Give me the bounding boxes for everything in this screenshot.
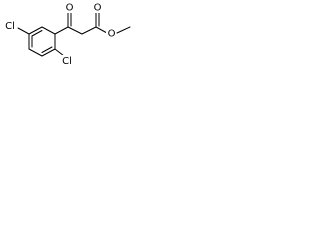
- ring-bond-bottom-right: [41, 48, 56, 57]
- label-bg-ketone-oxygen: [64, 2, 75, 13]
- label-bg-chlorine-bottom: [60, 55, 74, 67]
- bond-ester-carbon-to-ether-oxygen: [95, 26, 108, 34]
- label-bg-ester-carbonyl-oxygen: [92, 2, 103, 13]
- ester-carbonyl-oxygen-label: O: [94, 3, 102, 14]
- chlorine-bottom-label: Cl: [62, 56, 72, 67]
- bond-methylene-to-ester-carbon: [81, 26, 97, 35]
- label-bg-chlorine-left: [3, 20, 17, 32]
- bond-ether-oxygen-to-methyl: [116, 26, 131, 34]
- bond-ketone-to-methylene: [67, 26, 83, 35]
- bond-ring-to-ketone-carbon: [54, 26, 69, 35]
- ring-bond-bottom-left: [28, 48, 43, 57]
- chemical-structure-diagram: Cl Cl O O O: [3, 2, 131, 67]
- ring-double-bond-bottom: [41, 46, 53, 53]
- ester-ether-oxygen-label: O: [108, 29, 116, 40]
- ring-bond-left-upper: [28, 26, 43, 35]
- label-bg-ester-ether-oxygen: [106, 28, 117, 39]
- ring-bond-top-left: [41, 26, 56, 35]
- benzene-ring: [28, 26, 56, 57]
- ketone-oxygen-label: O: [66, 3, 74, 14]
- chlorine-left-label: Cl: [5, 21, 15, 32]
- bond-ring-to-chlorine-bottom: [54, 48, 65, 57]
- bond-ring-to-chlorine-left: [17, 27, 30, 35]
- ring-double-bond-upper-left: [31, 30, 43, 37]
